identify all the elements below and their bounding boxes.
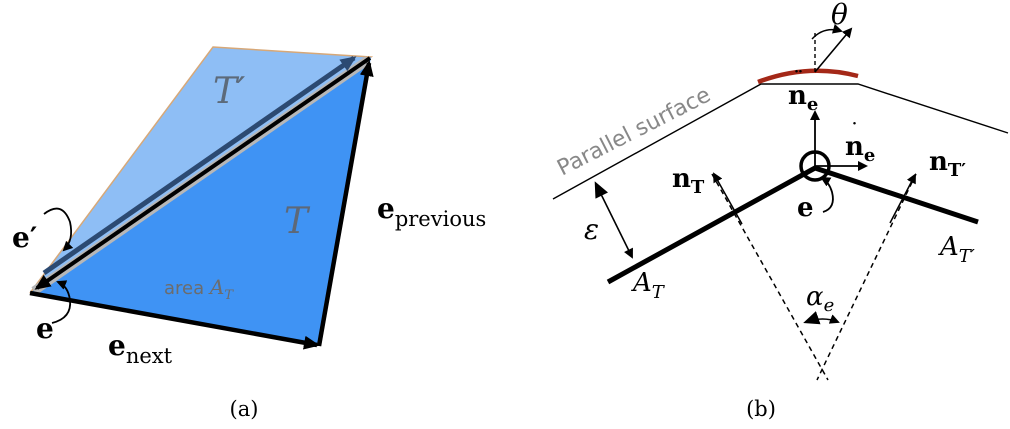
- label-e-previous: eprevious: [377, 192, 486, 231]
- label-n-dot: ne: [845, 132, 875, 166]
- label-alpha: αe: [806, 282, 834, 316]
- edge-next-arrow: [29, 290, 320, 350]
- label-t: T: [284, 201, 311, 242]
- parallel-surface-arc: [757, 68, 859, 85]
- pointer-e-prime: [43, 207, 74, 252]
- label-area-t: AT: [631, 268, 666, 303]
- label-e-prime: e′: [12, 221, 37, 254]
- triangle-t: [30, 57, 371, 346]
- label-t-prime: T′: [213, 71, 245, 112]
- dot-n-ddot: ¨: [794, 68, 803, 89]
- mesh-surface: [606, 165, 979, 285]
- edge-previous-arrow: [316, 60, 374, 347]
- panel-a: T′ T area AT e′ e enext eprevious (a): [12, 46, 486, 421]
- parallel-surface: [552, 83, 1009, 200]
- label-n-t: nT: [672, 164, 705, 198]
- caption-a: (a): [230, 397, 259, 421]
- normal-t-arrow: [713, 172, 743, 225]
- epsilon-dimension: [594, 181, 633, 259]
- caption-b: (b): [746, 397, 776, 421]
- pointer-edge: [820, 177, 834, 213]
- dashed-normal-right: [816, 173, 917, 381]
- pointer-e: [51, 280, 72, 324]
- label-area: area AT: [164, 275, 234, 303]
- label-e-next: enext: [108, 329, 173, 368]
- label-n-ddot: ne: [788, 81, 818, 115]
- label-area-t-prime: AT′: [938, 232, 975, 267]
- label-epsilon: ε: [584, 213, 599, 246]
- theta-arc: [811, 23, 843, 40]
- dashed-normal-left: [711, 173, 829, 381]
- label-e: e: [36, 312, 54, 345]
- edge-e-arrow: [34, 56, 372, 290]
- panel-b: Parallel surface θ ε ne ¨ ne ˙ nT nT′ e …: [552, 0, 1009, 421]
- label-theta: θ: [831, 0, 848, 31]
- label-edge-e: e: [797, 193, 814, 223]
- edge-e-prime-arrow: [42, 55, 357, 276]
- dot-n-dot: ˙: [850, 120, 859, 141]
- label-n-t-prime: nT′: [929, 147, 966, 181]
- alpha-arc: [803, 311, 840, 325]
- theta-normal-arrow: [814, 27, 853, 73]
- normal-t-prime-arrow: [889, 173, 916, 224]
